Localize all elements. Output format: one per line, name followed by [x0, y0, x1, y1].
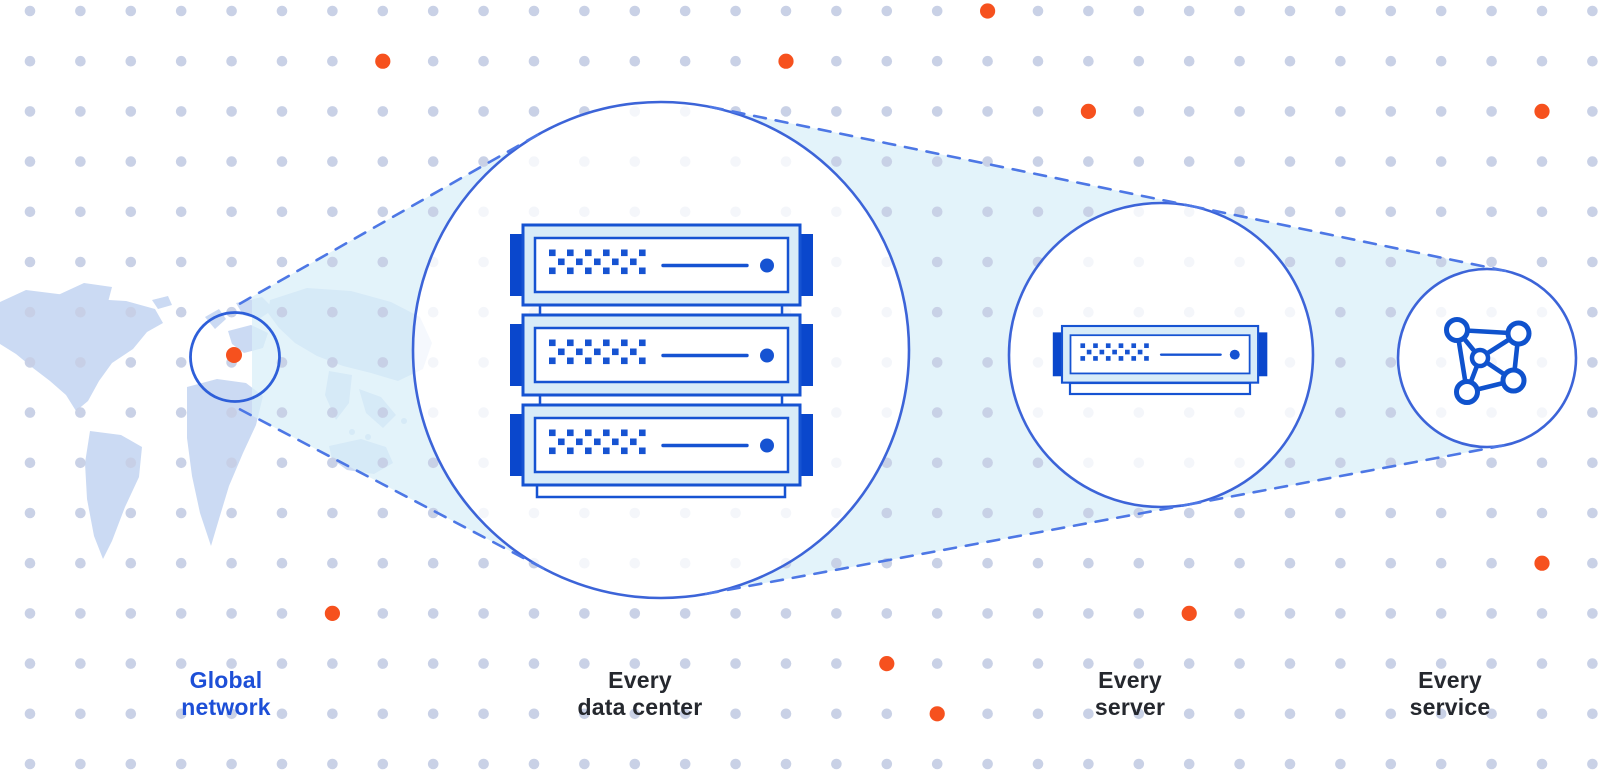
label-every-service: Every service: [1410, 667, 1491, 721]
zoom-beam: [252, 107, 1505, 594]
dashed-guides: [238, 105, 1507, 596]
label-line: server: [1094, 694, 1166, 720]
label-line: service: [1409, 694, 1491, 720]
server-rack: [510, 223, 813, 499]
label-line: network: [181, 694, 271, 720]
label-line: Every: [1418, 667, 1482, 693]
label-line: Global: [189, 667, 263, 693]
label-every-server: Every server: [1095, 667, 1165, 721]
label-line: data center: [577, 694, 703, 720]
label-global-network: Global network: [181, 667, 271, 721]
network-mesh-icon: [1444, 317, 1532, 405]
label-line: Every: [1098, 667, 1162, 693]
label-line: Every: [608, 667, 672, 693]
globe-highlight: [189, 311, 281, 403]
label-every-data-center: Every data center: [578, 667, 703, 721]
server-unit-single: [1052, 324, 1268, 396]
